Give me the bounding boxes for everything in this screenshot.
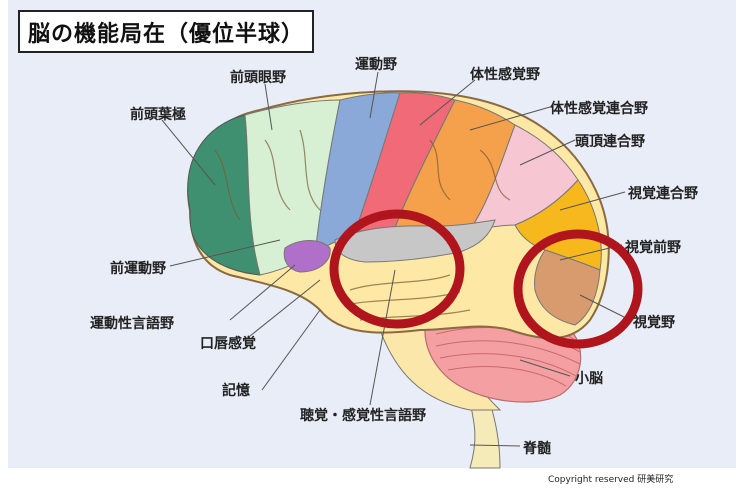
label-frontal-eye-field: 前頭眼野 [230, 67, 286, 87]
copyright-text: Copyright reserved 研美研究 [548, 472, 673, 485]
label-cerebellum: 小脳 [575, 368, 603, 388]
label-broca-area: 運動性言語野 [90, 313, 174, 333]
label-parietal-association: 頭頂連合野 [575, 131, 645, 151]
label-somatosensory: 体性感覚野 [470, 64, 540, 84]
label-prestriate-cortex: 視覚前野 [625, 237, 681, 257]
label-motor-cortex: 運動野 [355, 54, 397, 74]
label-wernicke-area: 聴覚・感覚性言語野 [300, 405, 426, 425]
label-premotor-cortex: 前運動野 [110, 258, 166, 278]
label-spinal-cord: 脊髄 [523, 438, 551, 458]
spinal-cord-shape [470, 402, 500, 468]
label-visual-cortex: 視覚野 [633, 312, 675, 332]
label-somatosensory-association: 体性感覚連合野 [550, 98, 648, 118]
label-lip-sensation: 口唇感覚 [200, 333, 256, 353]
label-frontal-pole: 前頭葉極 [130, 104, 186, 124]
label-memory: 記憶 [222, 380, 250, 400]
label-visual-association: 視覚連合野 [628, 183, 698, 203]
page-title: 脳の機能局在（優位半球） [18, 10, 314, 53]
